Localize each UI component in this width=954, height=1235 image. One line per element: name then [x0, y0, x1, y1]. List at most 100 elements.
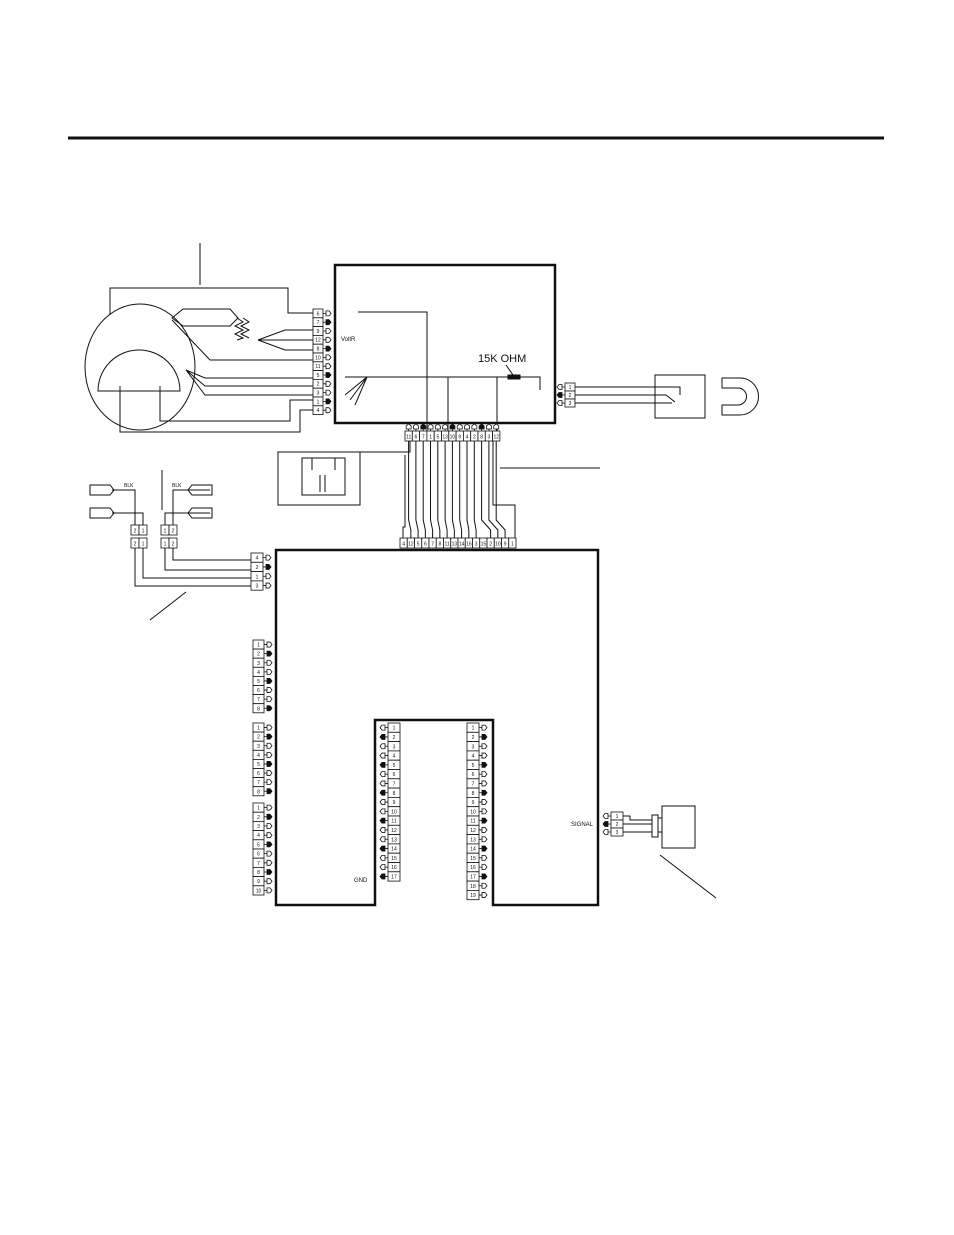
- terminal-icon: [442, 423, 449, 431]
- pin-number: 7: [472, 781, 475, 787]
- signal-connector: 123: [602, 811, 624, 837]
- pin-number: 2: [172, 529, 175, 535]
- gnd-label: GND: [354, 878, 368, 884]
- terminal-icon: [493, 423, 500, 431]
- signal-wire: [488, 441, 499, 538]
- pin-number: 1: [569, 385, 572, 391]
- pin-number: 10: [470, 809, 476, 815]
- pin-number: 1: [472, 726, 475, 732]
- pin-number: 7: [317, 320, 320, 326]
- pin-number: 3: [257, 661, 260, 667]
- terminal-icon: [479, 817, 488, 824]
- pin-number: 8: [257, 870, 260, 876]
- pin-number: 8: [317, 347, 320, 353]
- connector-pin: [168, 537, 178, 549]
- pin-number: 13: [470, 837, 476, 843]
- terminal-icon: [478, 423, 485, 431]
- terminal-icon: [263, 564, 272, 570]
- signal-label: SIGNAL: [571, 822, 594, 828]
- signal-wire: [495, 441, 506, 538]
- pin-number: 12: [408, 542, 414, 548]
- terminal-icon: [379, 780, 388, 787]
- terminal-icon: [479, 752, 488, 759]
- terminal-icon: [479, 827, 488, 833]
- terminal-icon: [379, 845, 388, 852]
- pin-number: 15: [470, 856, 476, 862]
- terminal-icon: [379, 817, 388, 824]
- terminal-icon: [323, 310, 332, 317]
- terminal-icon: [264, 887, 273, 894]
- terminal-icon: [264, 724, 273, 731]
- terminal-icon: [264, 878, 273, 885]
- signal-wire: [402, 455, 406, 538]
- resistor-label: 15K OHM: [478, 353, 526, 365]
- pin-number: 3: [569, 401, 572, 407]
- cap-right: [187, 484, 213, 519]
- terminal-icon: [263, 582, 272, 589]
- pin-number: 6: [415, 435, 418, 441]
- pin-number: 12: [493, 435, 499, 441]
- speed-sensor: [661, 805, 696, 849]
- signal-wire: [481, 441, 492, 538]
- pin-number: 4: [393, 754, 396, 760]
- terminal-icon: [479, 845, 488, 852]
- pin-number: 9: [472, 800, 475, 806]
- terminal-icon: [264, 687, 273, 693]
- pin-number: 12: [470, 828, 476, 834]
- pin-number: 3: [393, 744, 396, 750]
- pin-number: 8: [472, 791, 475, 797]
- terminal-icon: [379, 789, 388, 796]
- terminal-icon: [379, 752, 388, 759]
- pin-number: 11: [445, 542, 450, 548]
- pin-number: 3: [472, 744, 475, 750]
- terminal-icon: [379, 734, 388, 740]
- terminal-icon: [264, 641, 273, 648]
- signal-wire: [437, 441, 441, 538]
- pin-number: 4: [256, 556, 259, 562]
- motor-connector-label: VoltR: [341, 337, 356, 343]
- pin-number: 14: [470, 847, 476, 853]
- terminal-icon: [323, 345, 332, 352]
- terminal-icon: [264, 668, 273, 675]
- control-internal-wires: [344, 311, 541, 431]
- pin-number: 11: [406, 435, 411, 441]
- terminal-icon: [264, 813, 273, 820]
- pin-number: 8: [257, 789, 260, 795]
- terminal-icon: [379, 808, 388, 815]
- terminal-icon: [263, 554, 272, 561]
- terminal-icon: [479, 854, 488, 861]
- pin-number: 2: [134, 529, 137, 535]
- terminal-icon: [264, 650, 273, 657]
- pin-number: 4: [466, 435, 469, 441]
- terminal-icon: [379, 761, 388, 768]
- signal-wire: [492, 441, 516, 538]
- pin-number: 9: [257, 879, 260, 885]
- pin-number: 9: [504, 542, 507, 548]
- terminal-icon: [471, 423, 478, 431]
- pin-number: 4: [257, 833, 260, 839]
- pin-number: 1: [164, 542, 167, 548]
- pin-number: 3: [257, 824, 260, 830]
- pin-number: 2: [172, 542, 175, 548]
- terminal-icon: [264, 832, 273, 839]
- pin-number: 8: [257, 706, 260, 712]
- thermistor-box: [277, 451, 361, 506]
- terminal-icon: [323, 389, 332, 396]
- pin-number: 2: [616, 822, 619, 828]
- connector-pin: [138, 537, 148, 549]
- signal-wire: [430, 441, 434, 538]
- terminal-icon: [264, 869, 273, 875]
- pin-number: 6: [317, 311, 320, 317]
- resistor-zigzag: [233, 317, 251, 341]
- signal-wire: [473, 441, 477, 538]
- terminal-icon: [602, 821, 611, 827]
- pin-number: 7: [393, 781, 396, 787]
- pin-number: 10: [256, 888, 262, 894]
- terminal-icon: [323, 380, 332, 387]
- pin-number: 3: [616, 830, 619, 836]
- magnet-icon: [721, 377, 759, 416]
